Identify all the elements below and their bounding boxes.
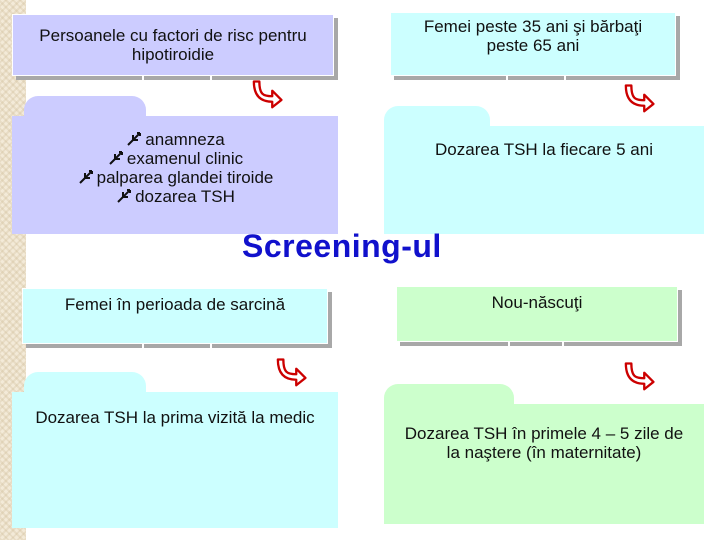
adults-header-label: Femei peste 35 ani şi bărbaţi peste 65 a…: [423, 17, 643, 55]
risk-header-notch: [142, 76, 212, 88]
feather-bullet-icon: [117, 189, 132, 203]
feather-bullet-icon: [109, 151, 123, 165]
risk-body-panel: anamneza examenul clinic palparea glande…: [12, 116, 338, 234]
screening-title: Screening-ul: [242, 228, 442, 264]
risk-bullet-item: anamneza: [77, 130, 274, 149]
decorative-stripe: [0, 0, 26, 540]
curved-arrow-icon: [276, 358, 307, 387]
newborns-body-panel: Dozarea TSH în primele 4 – 5 zile de la …: [384, 404, 704, 524]
newborns-header-notch: [508, 342, 564, 354]
adults-header-notch: [506, 76, 566, 88]
pregnancy-body-text: Dozarea TSH la prima vizită la medic: [35, 408, 315, 427]
feather-bullet-icon: [78, 170, 93, 184]
risk-bullet-item: examenul clinic: [77, 149, 274, 168]
pregnancy-body-panel: Dozarea TSH la prima vizită la medic: [12, 392, 338, 528]
newborns-body-text: Dozarea TSH în primele 4 – 5 zile de la …: [404, 424, 684, 462]
feather-bullet-icon: [127, 132, 142, 146]
pregnancy-header-notch: [142, 344, 212, 356]
risk-header: Persoanele cu factori de risc pentru hip…: [12, 14, 334, 76]
adults-header: Femei peste 35 ani şi bărbaţi peste 65 a…: [390, 12, 676, 76]
risk-bullet-list: anamneza examenul clinic palparea glande…: [77, 130, 274, 206]
newborns-header: Nou-născuţi: [396, 286, 678, 342]
curved-arrow-icon: [252, 80, 283, 109]
curved-arrow-icon: [624, 84, 655, 113]
risk-bullet-item: dozarea TSH: [77, 187, 274, 206]
adults-body-panel: Dozarea TSH la fiecare 5 ani: [384, 126, 704, 234]
pregnancy-header: Femei în perioada de sarcină: [22, 288, 328, 344]
risk-bullet-item: palparea glandei tiroide: [77, 168, 273, 187]
pregnancy-header-label: Femei în perioada de sarcină: [64, 295, 286, 314]
adults-body-text: Dozarea TSH la fiecare 5 ani: [435, 140, 653, 159]
risk-header-label: Persoanele cu factori de risc pentru hip…: [39, 26, 307, 64]
curved-arrow-icon: [624, 362, 655, 391]
newborns-header-label: Nou-născuţi: [491, 293, 583, 312]
